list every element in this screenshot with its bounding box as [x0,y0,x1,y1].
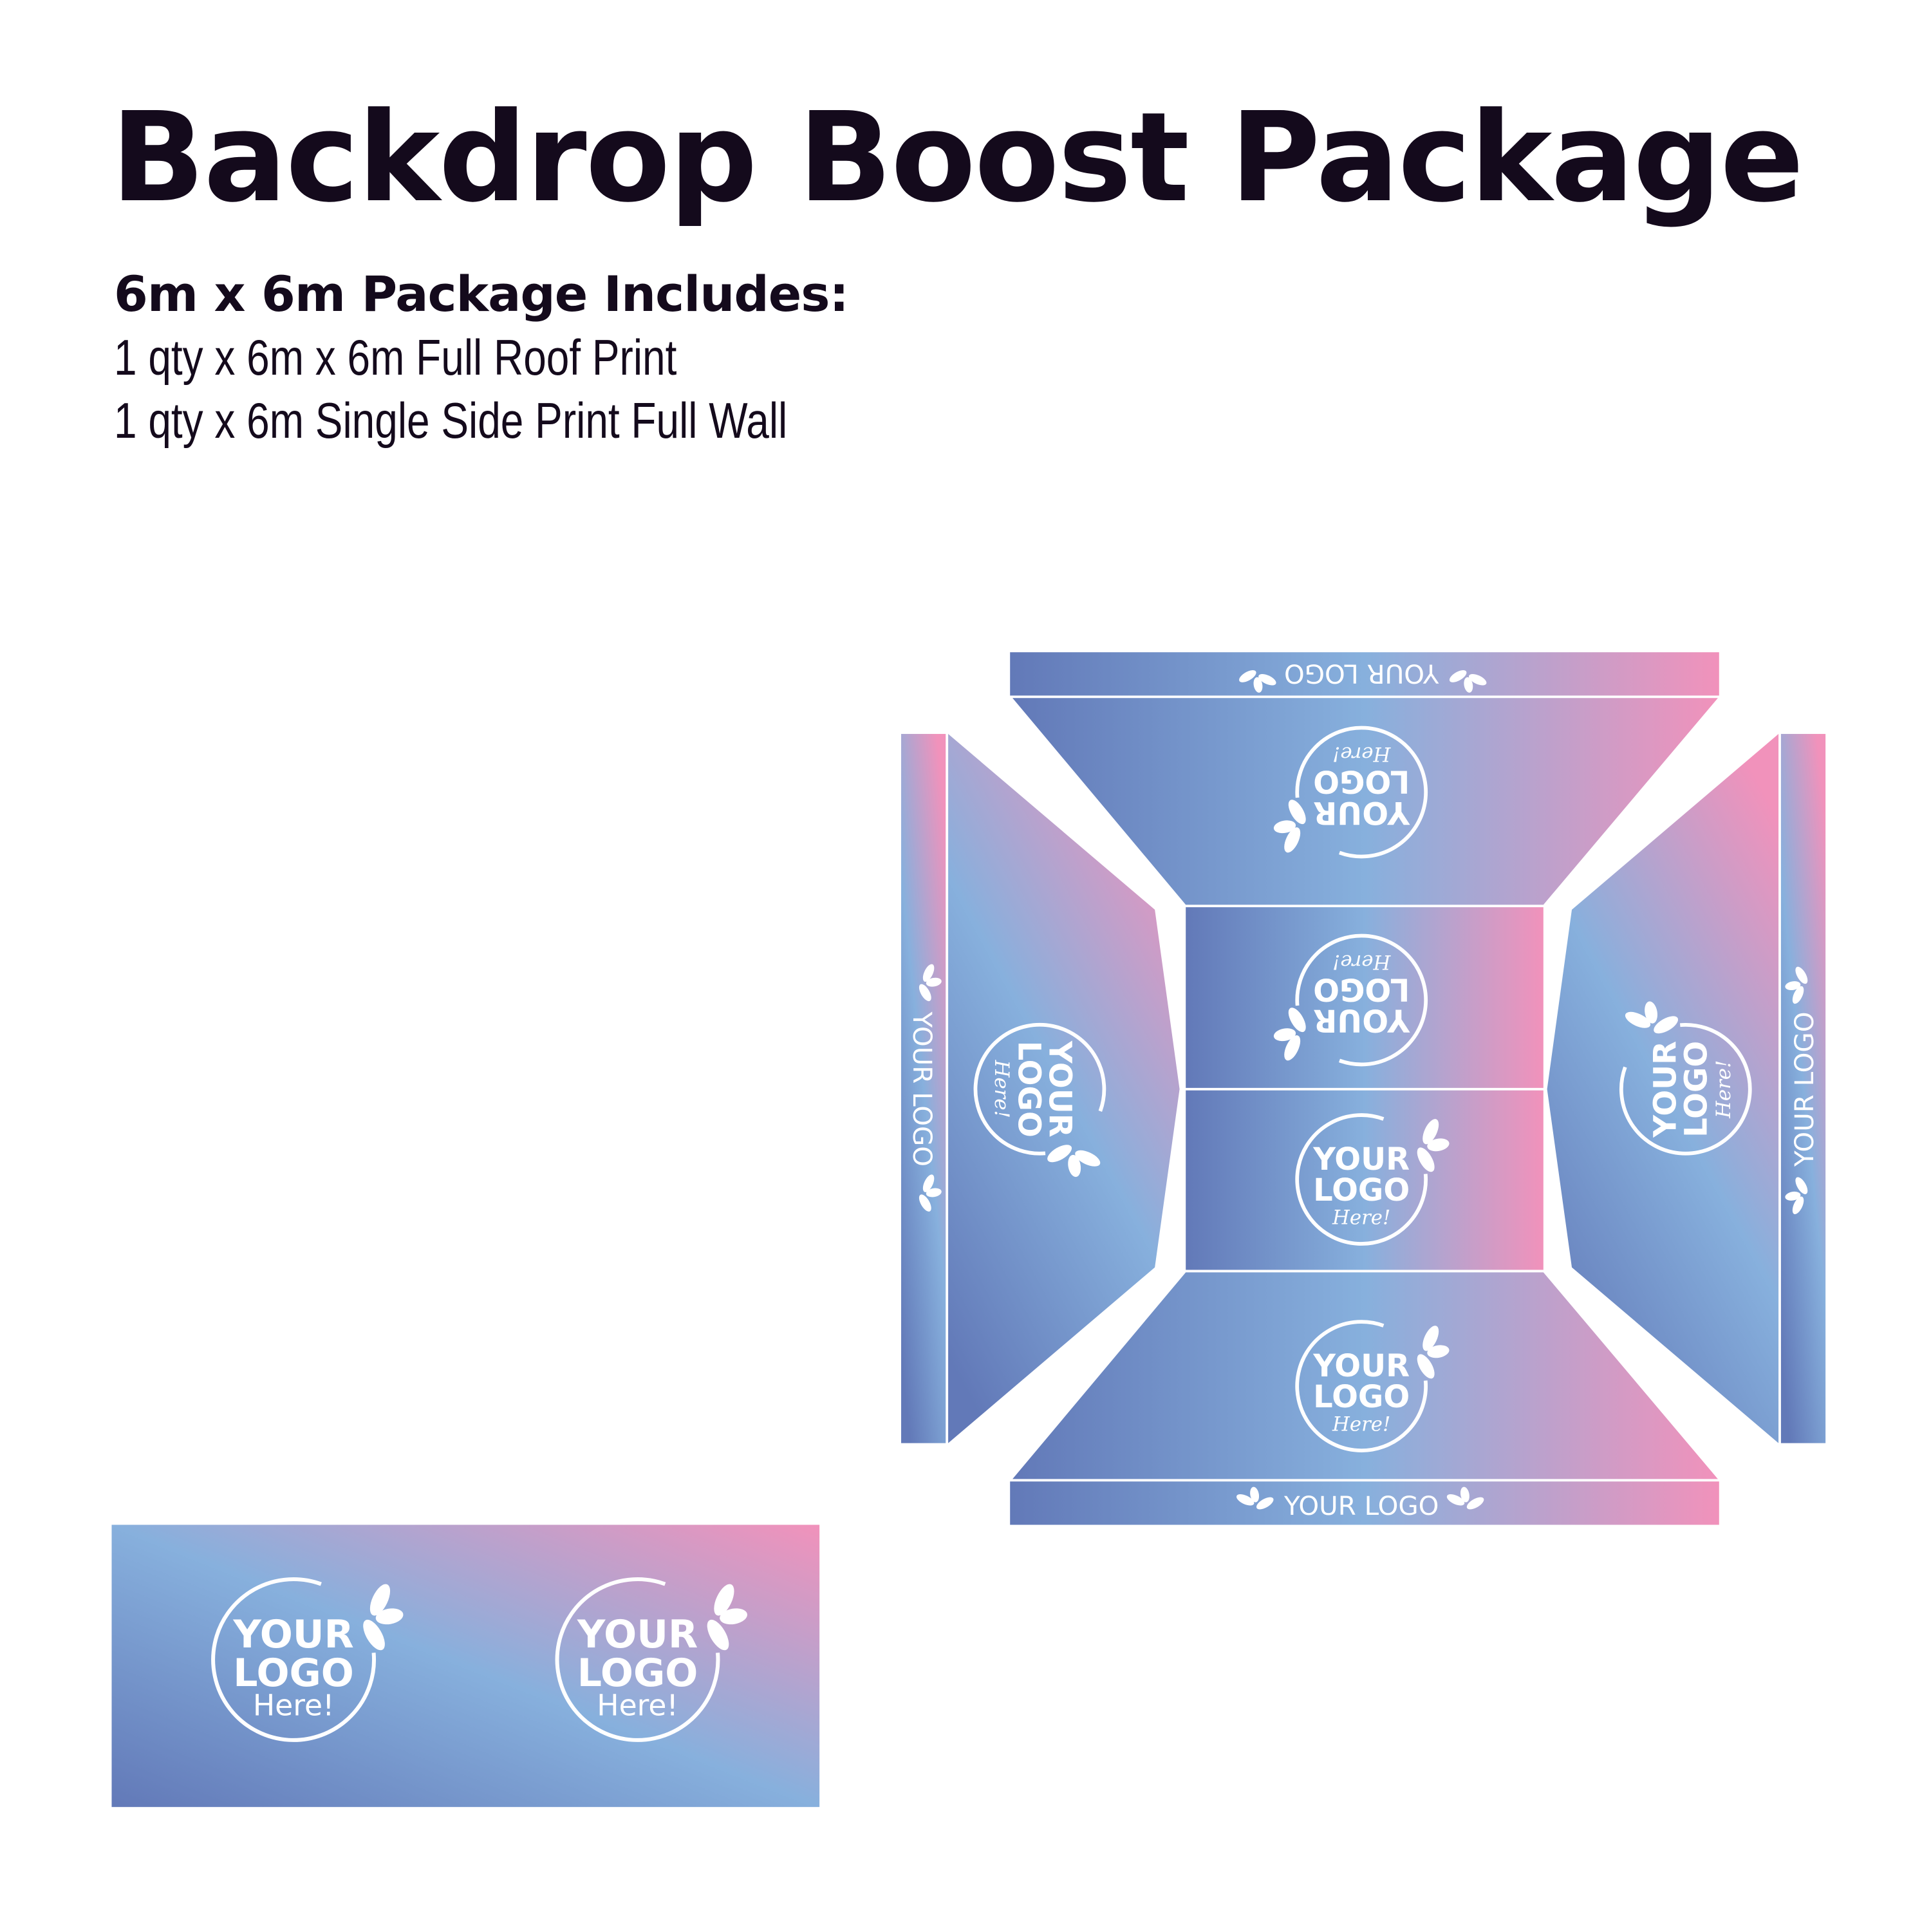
logo-text: Here! [253,1689,335,1723]
roof-valance-right [1780,734,1826,1443]
roof-panel-left [948,734,1180,1443]
logo-text: YOUR [1312,1141,1410,1177]
logo-text: Here! [1332,742,1391,765]
logo-text: YOUR [1313,1002,1410,1038]
logo-wall-left: YOUR LOGO Here! [211,1577,405,1742]
band-text: YOUR LOGO [1283,1491,1439,1521]
logo-text: LOGO [1313,971,1410,1008]
band-text: YOUR LOGO [907,1011,937,1167]
roof-valance-bottom [1010,1481,1719,1525]
roof-valance-top [1010,652,1719,696]
package-item-wall: 1 qty x 6m Single Side Print Full Wall [114,392,788,449]
roof-panel-right [1547,734,1779,1443]
band-logo-right: YOUR LOGO [1784,964,1820,1216]
package-subtitle: 6m x 6m Package Includes: [114,265,849,323]
logo-text: LOGO [577,1651,698,1696]
logo-roof-top: YOUR LOGO Here! [1273,726,1428,859]
logo-text: LOGO [1679,1041,1715,1138]
logo-text: LOGO [233,1651,354,1696]
wall-print: YOUR LOGO Here! YOUR LOGO Here! [111,1524,820,1807]
roof-center-bottom [1186,1090,1544,1270]
band-logo-top: YOUR LOGO [1237,658,1488,693]
logo-text: LOGO [1313,1172,1410,1208]
logo-roof-center-top: YOUR LOGO Here! [1273,933,1428,1067]
page-title: Backdrop Boost Package [111,86,1804,230]
band-logo-left: YOUR LOGO [907,962,942,1214]
logo-text: Here! [1332,950,1391,973]
logo-roof-bottom: YOUR LOGO Here! [1295,1320,1451,1452]
logo-text: YOUR [1312,1348,1410,1384]
roof-valance-left [901,734,946,1443]
roof-panel-top [1012,698,1718,905]
band-text: YOUR LOGO [1284,658,1439,688]
logo-wall-right: YOUR LOGO Here! [555,1577,749,1742]
roof-panel-bottom [1012,1272,1718,1479]
logo-text: LOGO [1313,764,1410,800]
wall-panel [111,1524,820,1807]
logo-text: YOUR [577,1612,698,1657]
logo-roof-center-bottom: YOUR LOGO Here! [1295,1113,1451,1246]
package-item-roof: 1 qty x 6m x 6m Full Roof Print [114,329,677,386]
logo-text: YOUR [232,1612,353,1657]
logo-text: LOGO [1313,1379,1410,1415]
band-logo-bottom: YOUR LOGO [1235,1486,1486,1521]
logo-text: YOUR [1313,794,1410,830]
roof-print: YOUR LOGO YOUR LOGO YOUR LOGO YOUR LOGO … [901,652,1826,1525]
band-text: YOUR LOGO [1789,1012,1820,1167]
logo-roof-right: YOUR LOGO Here! [1619,1000,1752,1156]
logo-text: Here! [1332,1206,1390,1229]
logo-roof-left: YOUR LOGO Here! [973,1022,1106,1178]
logo-text: LOGO [1011,1041,1047,1138]
logo-text: Here! [1712,1060,1735,1119]
logo-text: YOUR [1648,1041,1684,1138]
logo-text: YOUR [1042,1040,1078,1138]
logo-text: Here! [990,1060,1013,1118]
logo-text: Here! [1332,1412,1390,1436]
logo-text: Here! [597,1689,678,1723]
